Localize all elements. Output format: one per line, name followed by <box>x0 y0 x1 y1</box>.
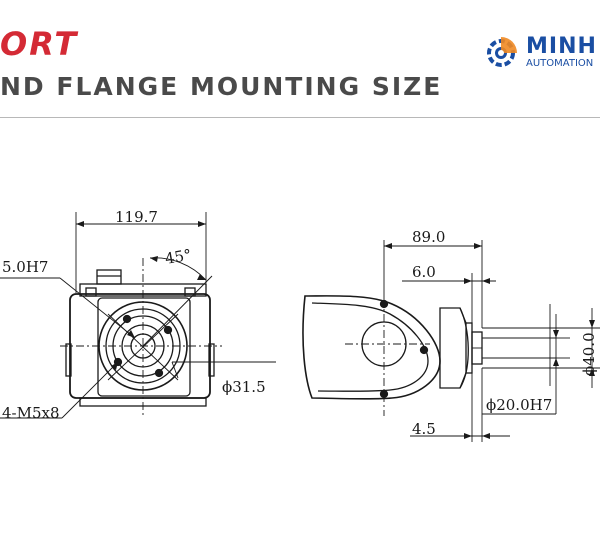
holes-dimension: 4-M5x8 <box>2 404 60 422</box>
gear-icon <box>487 37 517 67</box>
pcd-dimension: ϕ31.5 <box>222 378 266 396</box>
header-divider <box>0 117 600 118</box>
logo-name: MINH <box>526 34 597 59</box>
width-dimension: 119.7 <box>115 208 158 226</box>
step-dimension: 6.0 <box>412 263 436 281</box>
front-view <box>0 212 276 419</box>
length-dimension: 89.0 <box>412 228 445 246</box>
brand-logo: MINH AUTOMATION <box>486 34 600 74</box>
outer-diameter-dimension: ϕ40.0 <box>580 332 598 376</box>
spigot-length-dimension: 4.5 <box>412 420 436 438</box>
section-subtitle: ND FLANGE MOUNTING SIZE <box>0 72 443 101</box>
bore-dimension: 5.0H7 <box>2 258 48 276</box>
spigot-diameter-dimension: ϕ20.0H7 <box>486 396 552 414</box>
logo-subtitle: AUTOMATION <box>526 58 594 69</box>
flange-drawing: 119.7 5.0H7 45° ϕ31.5 4-M5x8 89.0 6.0 ϕ4… <box>0 208 600 442</box>
section-title: ORT <box>0 25 79 63</box>
angle-dimension: 45° <box>164 246 193 268</box>
side-view <box>302 240 600 442</box>
